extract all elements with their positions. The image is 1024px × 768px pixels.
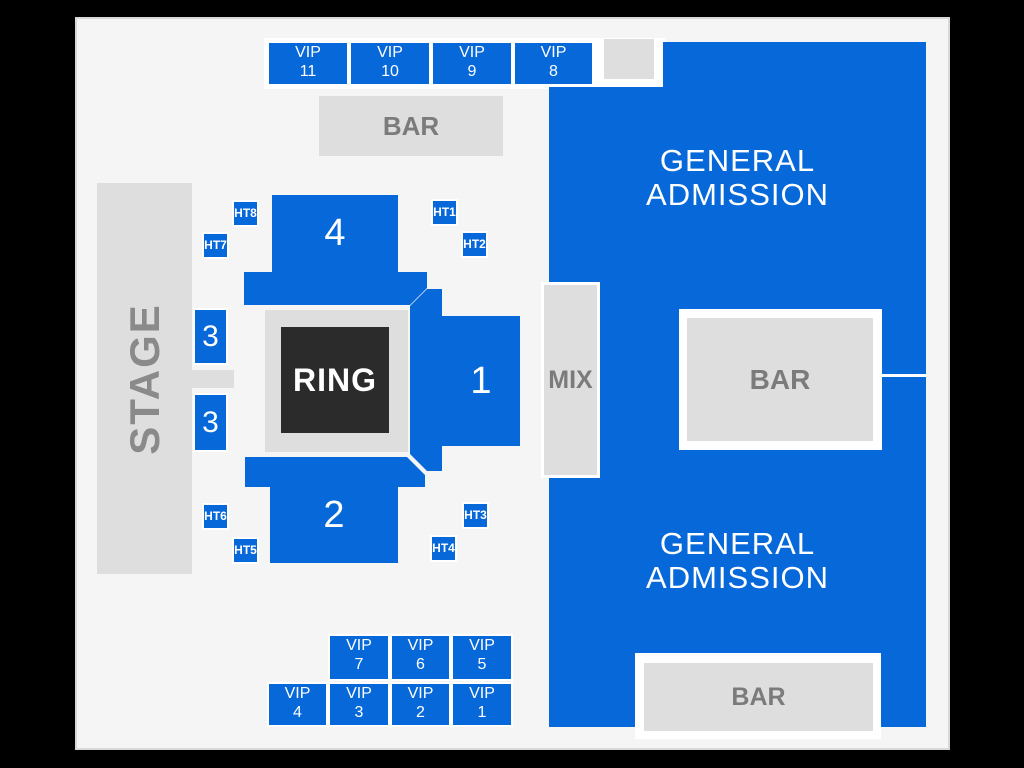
vip-7-line1: VIP <box>346 637 372 654</box>
vip-10-line2: 10 <box>381 63 399 80</box>
section-4-number: 4 <box>324 212 346 254</box>
section-1[interactable]: 1 <box>410 289 520 471</box>
unlabeled-gray-box <box>604 39 654 79</box>
section-1-label: 1 <box>442 316 520 446</box>
vip-box-1[interactable]: VIP 1 <box>451 682 513 727</box>
vip-2-line1: VIP <box>407 685 434 702</box>
mix-position: MIX <box>541 282 600 478</box>
section-2-number: 2 <box>323 493 345 536</box>
ht4-label: HT4 <box>432 541 455 555</box>
general-admission-lower-label: GENERAL ADMISSION <box>549 527 926 595</box>
section-3-upper-label: 3 <box>202 319 219 353</box>
vip-box-3[interactable]: VIP 3 <box>328 682 390 727</box>
bar-bottom-frame: BAR <box>635 653 881 739</box>
vip-box-8[interactable]: VIP 8 <box>513 41 594 86</box>
bar-middle-frame: BAR <box>679 309 882 450</box>
ht2-label: HT2 <box>463 237 486 251</box>
ht8-label: HT8 <box>234 206 257 220</box>
ht1-label: HT1 <box>433 205 456 219</box>
vip-2-line2: 2 <box>416 704 425 721</box>
venue-map: GENERAL ADMISSION GENERAL ADMISSION BAR … <box>75 17 950 750</box>
ht3-box[interactable]: HT3 <box>462 502 489 529</box>
vip-box-7[interactable]: VIP 7 <box>328 634 390 681</box>
vip-5-line1: VIP <box>469 637 495 654</box>
vip-6-line2: 6 <box>416 656 425 673</box>
ga-upper-line1: GENERAL <box>659 143 816 178</box>
vip-10-line1: VIP <box>377 44 403 61</box>
vip-4-line2: 4 <box>293 704 302 721</box>
section-2-label: 2 <box>270 467 398 563</box>
section-4-label: 4 <box>272 195 398 272</box>
vip-11-line1: VIP <box>295 44 321 61</box>
bar-bottom-label: BAR <box>731 682 786 711</box>
ht6-box[interactable]: HT6 <box>202 503 229 530</box>
stage-label: STAGE <box>120 302 168 455</box>
ring-label: RING <box>293 361 377 398</box>
ga-upper-line2: ADMISSION <box>646 177 829 212</box>
bar-middle-label: BAR <box>749 363 811 395</box>
vip-3-line1: VIP <box>346 685 372 702</box>
section-2[interactable]: 2 <box>245 457 425 563</box>
ht3-label: HT3 <box>464 508 487 522</box>
stage-connector <box>192 370 234 388</box>
vip-box-6[interactable]: VIP 6 <box>390 634 451 681</box>
section-3-upper[interactable]: 3 <box>193 308 228 365</box>
ga-divider-line <box>881 374 926 377</box>
vip-8-line2: 8 <box>549 63 558 80</box>
section-1-number: 1 <box>470 359 492 402</box>
ring: RING <box>281 327 389 433</box>
vip-box-5[interactable]: VIP 5 <box>451 634 513 681</box>
ga-lower-line1: GENERAL <box>659 526 816 561</box>
bar-top-label: BAR <box>382 110 440 141</box>
vip-4-line1: VIP <box>284 685 311 702</box>
vip-1-line2: 1 <box>477 704 487 721</box>
vip-6-line1: VIP <box>407 637 434 654</box>
vip-1-line1: VIP <box>469 685 495 702</box>
section-4[interactable]: 4 <box>244 195 427 305</box>
vip-box-11[interactable]: VIP 11 <box>267 41 349 86</box>
general-admission-upper-label: GENERAL ADMISSION <box>549 144 926 212</box>
ht7-label: HT7 <box>204 238 227 252</box>
mix-label: MIX <box>548 365 593 394</box>
section-3-lower-label: 3 <box>202 405 219 439</box>
vip-5-line2: 5 <box>477 656 487 673</box>
vip-9-line2: 9 <box>467 63 477 80</box>
ht7-box[interactable]: HT7 <box>202 232 229 259</box>
ga-lower-line2: ADMISSION <box>646 560 829 595</box>
vip-box-9[interactable]: VIP 9 <box>431 41 513 86</box>
ht2-box[interactable]: HT2 <box>461 231 488 258</box>
ht4-box[interactable]: HT4 <box>430 535 457 562</box>
bar-bottom: BAR <box>644 663 873 731</box>
vip-9-line1: VIP <box>459 44 485 61</box>
section-3-lower[interactable]: 3 <box>193 393 228 452</box>
bar-middle: BAR <box>687 318 873 441</box>
vip-box-2[interactable]: VIP 2 <box>390 682 451 727</box>
ht1-box[interactable]: HT1 <box>431 199 458 226</box>
vip-11-line2: 11 <box>299 63 317 80</box>
vip-8-line1: VIP <box>540 44 567 61</box>
vip-box-10[interactable]: VIP 10 <box>349 41 431 86</box>
ht5-box[interactable]: HT5 <box>232 537 259 564</box>
vip-7-line2: 7 <box>354 656 364 673</box>
bar-top: BAR <box>319 96 503 156</box>
stage: STAGE <box>97 183 192 574</box>
vip-3-line2: 3 <box>354 704 364 721</box>
ht8-box[interactable]: HT8 <box>232 200 259 227</box>
ht6-label: HT6 <box>204 509 227 523</box>
vip-box-4[interactable]: VIP 4 <box>267 682 328 727</box>
ht5-label: HT5 <box>234 543 257 557</box>
